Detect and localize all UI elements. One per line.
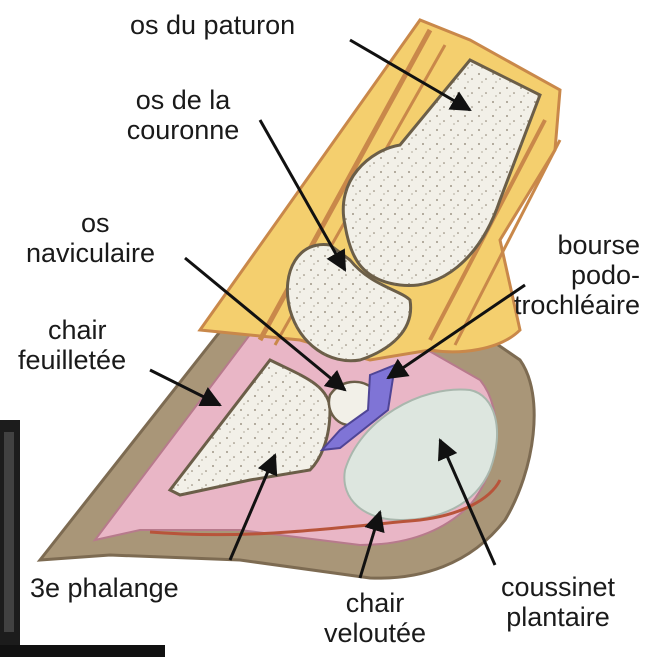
label-os-naviculaire: os naviculaire: [26, 208, 155, 268]
label-chair-feuilletee-line1: chair: [18, 315, 126, 345]
label-bourse-podotrochleaire: bourse podo- trochléaire: [490, 230, 640, 320]
label-bourse-line2: podo-: [490, 260, 640, 290]
label-coussinet-line2: plantaire: [478, 602, 638, 632]
label-os-naviculaire-line2: naviculaire: [26, 238, 155, 268]
label-os-couronne-line2: couronne: [108, 115, 258, 145]
label-chair-feuilletee-line2: feuilletée: [18, 345, 126, 375]
label-coussinet-plantaire: coussinet plantaire: [478, 572, 638, 632]
label-chair-veloutee-line1: chair: [300, 588, 450, 618]
label-bourse-line1: bourse: [490, 230, 640, 260]
label-os-paturon-text: os du paturon: [130, 10, 295, 40]
label-chair-veloutee: chair veloutée: [300, 588, 450, 648]
label-chair-veloutee-line2: veloutée: [300, 618, 450, 648]
label-os-naviculaire-line1: os: [26, 208, 155, 238]
label-os-paturon: os du paturon: [130, 10, 295, 40]
label-troisieme-phalange: 3e phalange: [30, 573, 179, 603]
label-bourse-line3: trochléaire: [490, 290, 640, 320]
label-os-couronne-line1: os de la: [108, 85, 258, 115]
label-os-couronne: os de la couronne: [108, 85, 258, 145]
label-phalange-text: 3e phalange: [30, 573, 179, 603]
label-chair-feuilletee: chair feuilletée: [18, 315, 126, 375]
label-coussinet-line1: coussinet: [478, 572, 638, 602]
